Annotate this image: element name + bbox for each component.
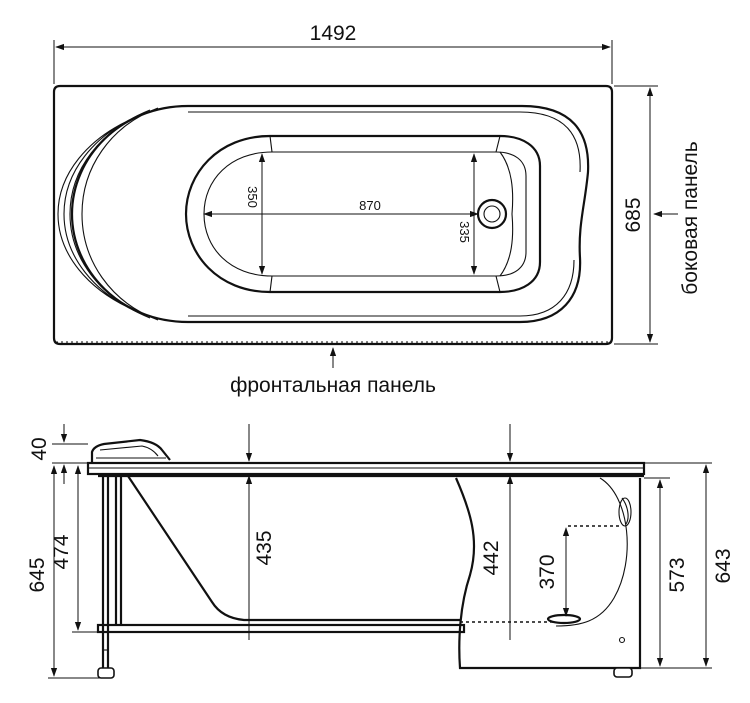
dim-drain-height: 370 [536,554,559,589]
dim-rim-height: 40 [28,437,51,460]
top-view: 870 350 335 1492 685 боковая панель фрон… [52,22,702,397]
dim-inner-width-right: 335 [457,221,472,243]
dim-width: 685 [622,197,645,232]
dim-panel-height: 573 [666,557,689,592]
dim-length: 1492 [310,22,357,45]
dim-depth-left: 435 [253,530,276,565]
side-panel-label: боковая панель [679,141,702,294]
dim-total-height-right: 643 [712,548,735,583]
side-view: 40 645 474 435 442 370 573 643 [26,424,735,679]
drain-inner [483,205,501,223]
dim-inner-length: 870 [359,198,381,213]
front-panel-label: фронтальная панель [230,374,436,397]
tub-outer-rim [52,84,614,346]
headrest-profile [90,438,171,463]
dim-leg-height: 474 [50,534,73,569]
tub-body-profile [127,475,460,622]
leg-foot-right [613,667,633,678]
frame-bottom-rail [96,623,466,634]
tub-bottom [184,134,542,294]
headrest-waves [57,107,159,321]
dim-depth-right: 442 [480,540,503,575]
drain-outer [476,198,508,230]
tub-inner-shell [70,104,590,324]
dim-total-height-left: 645 [26,557,49,592]
leg-foot-left [97,667,115,679]
side-panel-cutaway [454,477,642,670]
dim-inner-width-left: 350 [245,186,260,208]
